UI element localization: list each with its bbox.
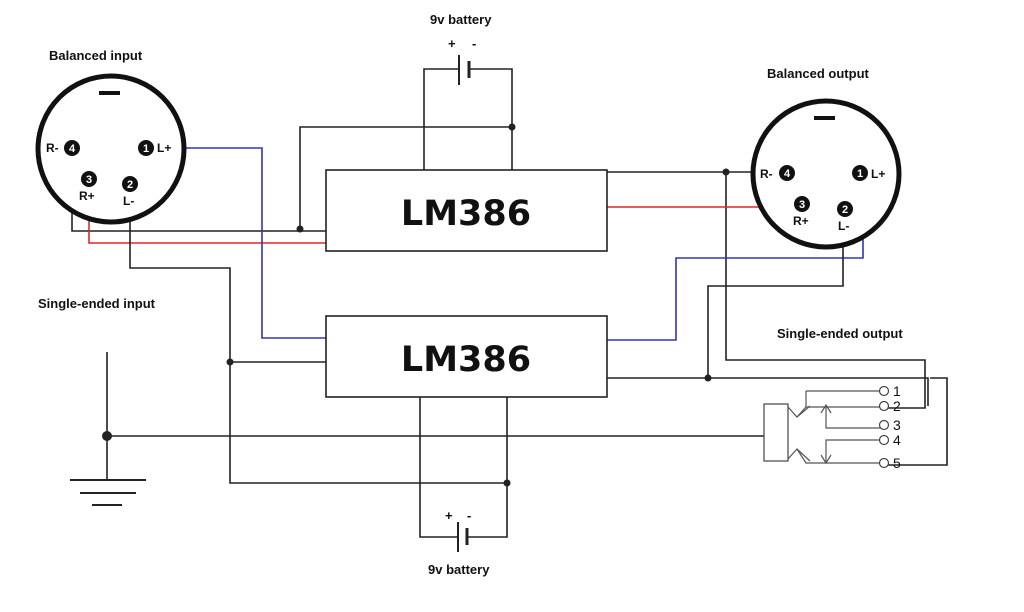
xlr-output-pin2-label: L- bbox=[838, 219, 849, 233]
lm386-top-label: LM386 bbox=[401, 194, 531, 234]
xlr-output-pin3-label: R+ bbox=[793, 214, 809, 228]
lm386-bottom-label: LM386 bbox=[401, 340, 531, 380]
battery-top-plus: + bbox=[448, 36, 456, 51]
stereo-jack-icon: 1 2 3 4 5 bbox=[763, 383, 901, 471]
single-ended-output-label: Single-ended output bbox=[777, 326, 903, 341]
xlr-output-connector: R- 4 1 L+ 3 R+ 2 L- bbox=[750, 98, 902, 250]
jack-terminal-1: 1 bbox=[893, 383, 901, 399]
battery-bottom-label: 9v battery bbox=[428, 562, 490, 577]
xlr-input-pin3-label: R+ bbox=[79, 189, 95, 203]
xlr-input-pin4-label: R- bbox=[46, 141, 59, 155]
xlr-output-pin3-num: 3 bbox=[799, 199, 805, 211]
xlr-output-pin4-num: 4 bbox=[784, 168, 791, 180]
xlr-input-pin4-num: 4 bbox=[69, 143, 76, 155]
battery-bottom-minus: - bbox=[467, 508, 471, 523]
battery-bottom-plus: + bbox=[445, 508, 453, 523]
jack-terminal-2: 2 bbox=[893, 398, 901, 414]
junctions bbox=[102, 123, 730, 487]
xlr-input-pin1-num: 1 bbox=[143, 143, 149, 155]
jack-terminal-4: 4 bbox=[893, 432, 901, 448]
xlr-output-pin2-num: 2 bbox=[842, 204, 848, 216]
xlr-input-pin2-num: 2 bbox=[127, 179, 133, 191]
xlr-input-pin1-label: L+ bbox=[157, 141, 171, 155]
jack-terminal-5: 5 bbox=[893, 455, 901, 471]
balanced-output-label: Balanced output bbox=[767, 66, 870, 81]
xlr-input-pin2-label: L- bbox=[123, 194, 134, 208]
xlr-output-pin4-label: R- bbox=[760, 167, 773, 181]
lm386-top: LM386 bbox=[325, 169, 608, 252]
battery-top: + - bbox=[423, 36, 513, 170]
xlr-input-pin3-num: 3 bbox=[86, 174, 92, 186]
xlr-output-pin1-label: L+ bbox=[871, 167, 885, 181]
balanced-input-label: Balanced input bbox=[49, 48, 143, 63]
lm386-bottom: LM386 bbox=[325, 315, 608, 398]
single-ended-input-label: Single-ended input bbox=[38, 296, 156, 311]
ground-icon bbox=[70, 479, 146, 506]
battery-bottom: + - bbox=[419, 397, 508, 552]
xlr-output-pin1-num: 1 bbox=[857, 168, 863, 180]
jack-terminal-3: 3 bbox=[893, 417, 901, 433]
battery-top-label: 9v battery bbox=[430, 12, 492, 27]
battery-top-minus: - bbox=[472, 36, 476, 51]
xlr-input-connector: R- 4 1 L+ 3 R+ 2 L- bbox=[35, 73, 187, 225]
